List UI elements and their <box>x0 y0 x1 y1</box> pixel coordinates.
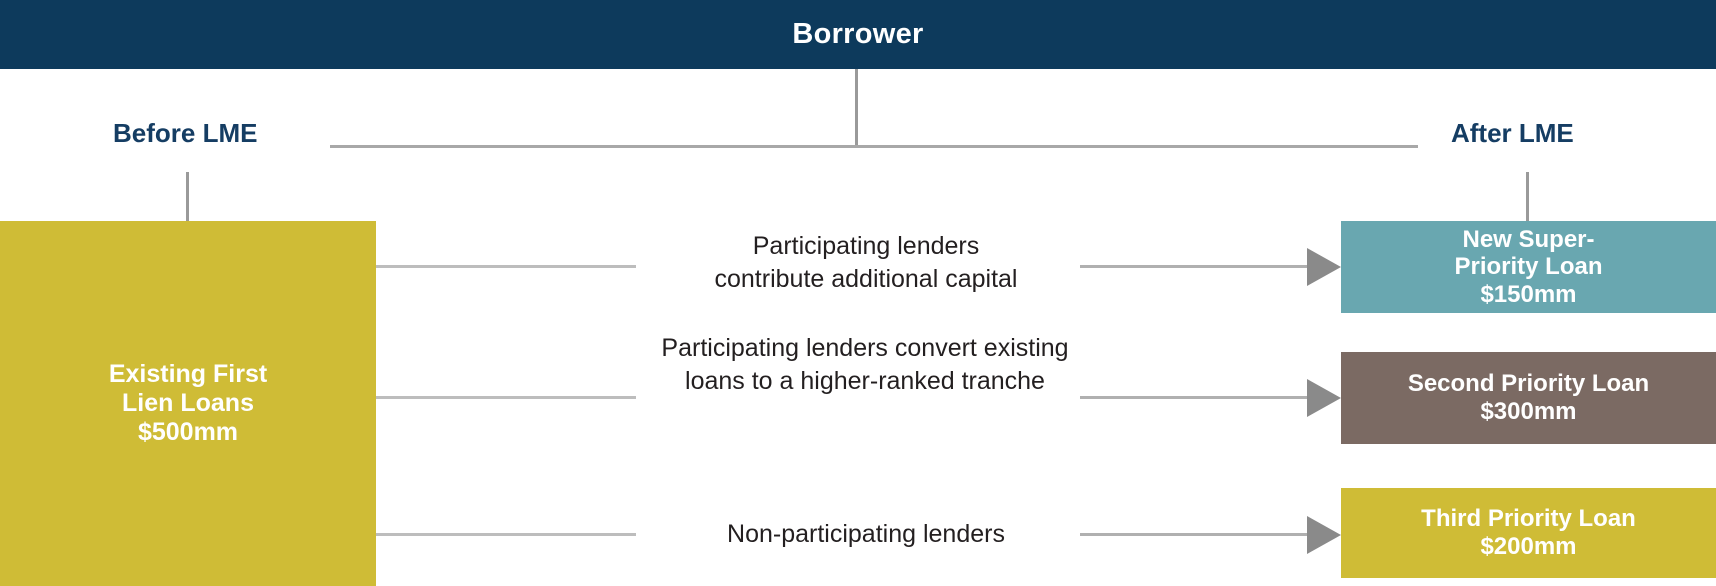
row-1-arrow-shaft <box>1080 265 1315 268</box>
row-1-arrow-head-icon <box>1307 248 1341 286</box>
row-2-arrow-head-icon <box>1307 379 1341 417</box>
lme-crossbar-line <box>330 145 1418 148</box>
row-2-left-connector-line <box>376 396 636 399</box>
row-2-box-line-1: Second Priority Loan <box>1407 370 1650 398</box>
after-lme-label: After LME <box>1451 118 1574 148</box>
borrower-stem-line <box>855 69 858 147</box>
source-box-line-1: Existing First <box>108 360 268 389</box>
row-2-box-line-2: $300mm <box>1480 398 1577 425</box>
after-lme-drop-line <box>1526 172 1529 222</box>
row-3-box-line-2: $200mm <box>1480 533 1577 560</box>
banner-title: Borrower <box>792 18 924 50</box>
row-2-arrow-shaft <box>1080 396 1315 399</box>
before-lme-drop-line <box>186 172 189 222</box>
row-1-caption: Participating lenders contribute additio… <box>672 230 1060 296</box>
second-priority-loan-box: Second Priority Loan $300mm <box>1341 352 1716 444</box>
row-3-caption-line-1: Non-participating lenders <box>727 520 1005 548</box>
row-2-caption: Participating lenders convert existing l… <box>600 332 1130 398</box>
row-3-arrow-head-icon <box>1307 516 1341 554</box>
row-3-arrow-shaft <box>1080 533 1315 536</box>
row-1-box-line-2: Priority Loan <box>1454 253 1603 281</box>
row-1-box-line-3: $150mm <box>1480 280 1577 308</box>
row-3-left-connector-line <box>376 533 636 536</box>
new-super-priority-loan-box: New Super- Priority Loan $150mm <box>1341 221 1716 313</box>
row-1-caption-line-2: contribute additional capital <box>714 265 1018 293</box>
row-1-caption-line-1: Participating lenders <box>752 232 980 260</box>
source-box-line-2: Lien Loans <box>122 389 254 418</box>
row-2-caption-line-1: Participating lenders convert existing <box>661 334 1069 362</box>
row-2-caption-line-2: loans to a higher-ranked tranche <box>685 367 1045 395</box>
row-3-box-line-1: Third Priority Loan <box>1421 505 1636 533</box>
row-3-caption: Non-participating lenders <box>672 518 1060 551</box>
row-1-left-connector-line <box>376 265 636 268</box>
existing-first-lien-loans-box: Existing First Lien Loans $500mm <box>0 221 376 586</box>
third-priority-loan-box: Third Priority Loan $200mm <box>1341 488 1716 578</box>
source-box-line-3: $500mm <box>137 417 239 446</box>
row-1-box-line-1: New Super- <box>1462 225 1595 253</box>
before-lme-label: Before LME <box>113 118 258 148</box>
borrower-banner: Borrower <box>0 0 1716 69</box>
